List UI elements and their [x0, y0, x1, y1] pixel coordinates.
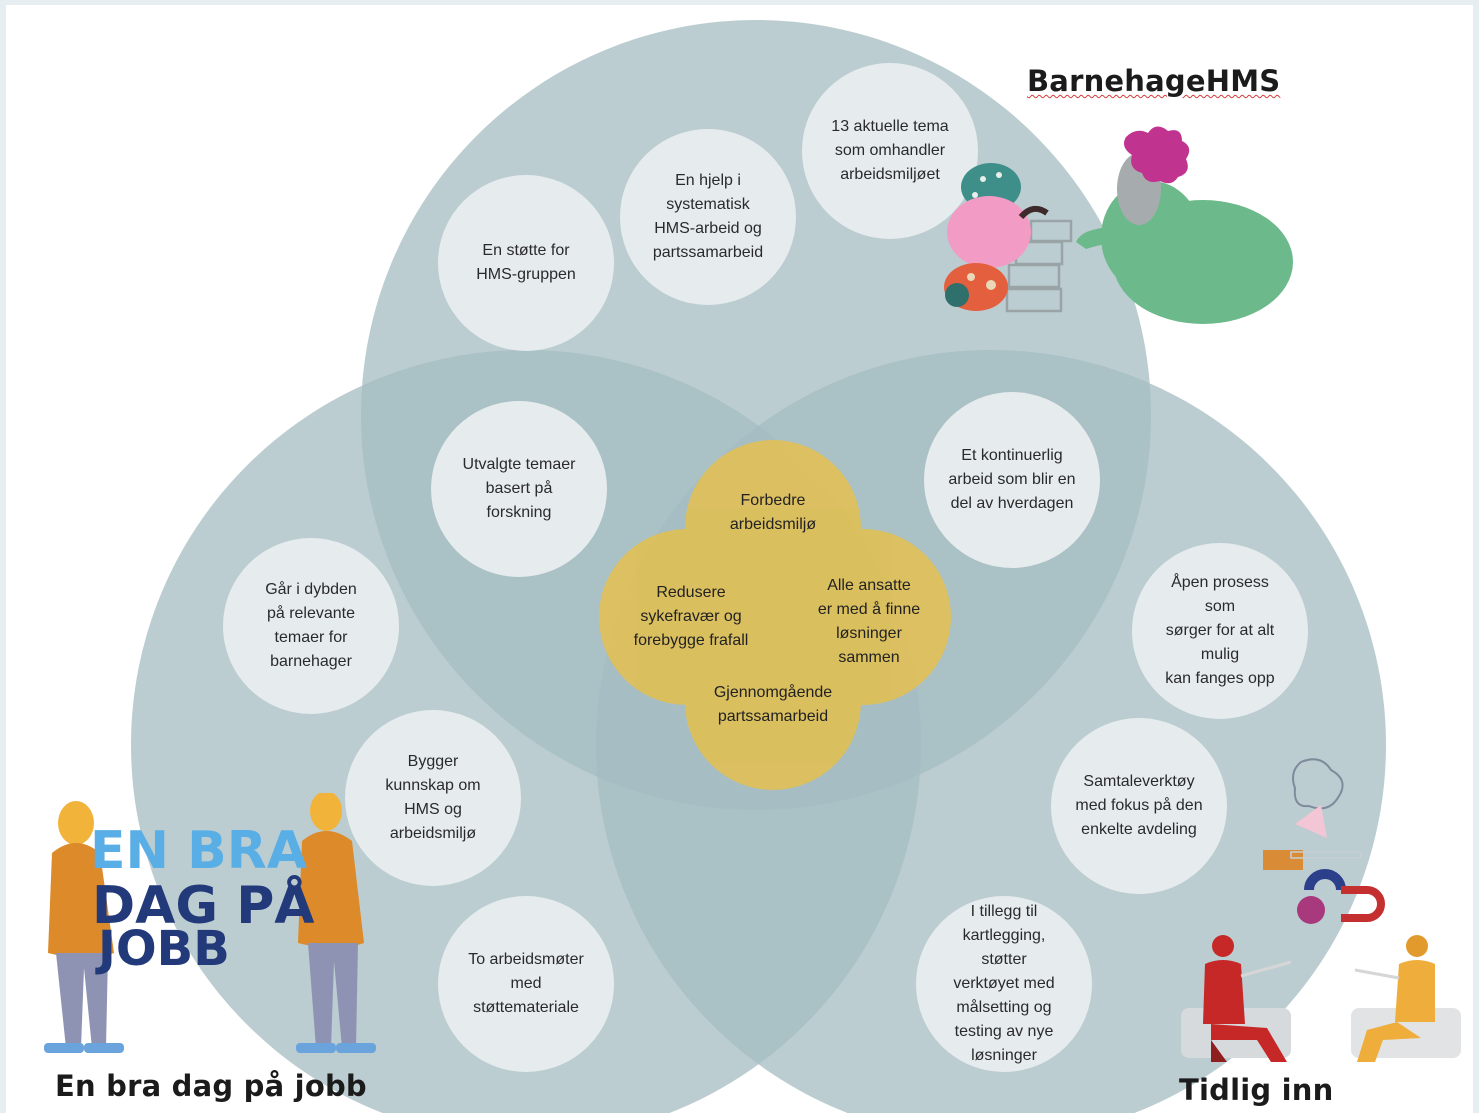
- bubble-gar-i-dybden: Går i dybden på relevante temaer for bar…: [223, 538, 399, 714]
- logo-text-line1-en: EN BRA: [90, 821, 307, 881]
- two-people-talking-with-shapes-illustration: [1181, 758, 1461, 1062]
- bubble-stotte-hms-gruppen: En støtte for HMS-gruppen: [438, 175, 614, 351]
- core-petals: [599, 440, 951, 790]
- logo-text-line2: DAG PÅ: [92, 875, 315, 936]
- core-label-forbedre-arbeidsmiljo: Forbedre arbeidsmiljø: [729, 492, 817, 533]
- title-en-bra-dag-pa-jobb: En bra dag på jobb: [55, 1069, 367, 1103]
- venn-diagram-canvas: 13 aktuelle tema som omhandler arbeidsmi…: [6, 5, 1473, 1113]
- bubble-13-aktuelle-tema: 13 aktuelle tema som omhandler arbeidsmi…: [802, 63, 978, 239]
- title-tidlig-inn: Tidlig inn: [1179, 1073, 1334, 1107]
- bubble-to-arbeidsmoter: To arbeidsmøter med støttemateriale: [438, 896, 614, 1072]
- bubble-i-tillegg-til-kartlegging: I tillegg til kartlegging, støtter verkt…: [916, 896, 1092, 1072]
- bubble-apen-prosess: Åpen prosess som sørger for at alt mulig…: [1132, 543, 1308, 719]
- title-barnehagehms: BarnehageHMS: [1027, 64, 1281, 98]
- core-label-partssamarbeid: Gjennomgående partssamarbeid: [713, 684, 833, 725]
- core-petal-bottom: [685, 614, 861, 790]
- bubble-hjelp-hms-arbeid: En hjelp i systematisk HMS-arbeid og par…: [620, 129, 796, 305]
- bubble-kontinuerlig-arbeid: Et kontinuerlig arbeid som blir en del a…: [924, 392, 1100, 568]
- core-label-alle-ansatte: Alle ansatte er med å finne løsninger sa…: [817, 577, 921, 666]
- bubble-samtaleverktoy: Samtaleverktøy med fokus på den enkelte …: [1051, 718, 1227, 894]
- two-people-holding-logo-illustration: EN BRA DAG PÅ JOBB: [44, 793, 376, 1053]
- core-label-redusere-sykefravaer: Redusere sykefravær og forebygge frafall: [633, 584, 749, 649]
- bubble-utvalgte-temaer: Utvalgte temaer basert på forskning: [431, 401, 607, 577]
- logo-text-line3: JOBB: [95, 921, 230, 977]
- bubble-bygger-kunnskap: Bygger kunnskap om HMS og arbeidsmiljø: [345, 710, 521, 886]
- woman-and-child-building-blocks-illustration: [944, 126, 1293, 324]
